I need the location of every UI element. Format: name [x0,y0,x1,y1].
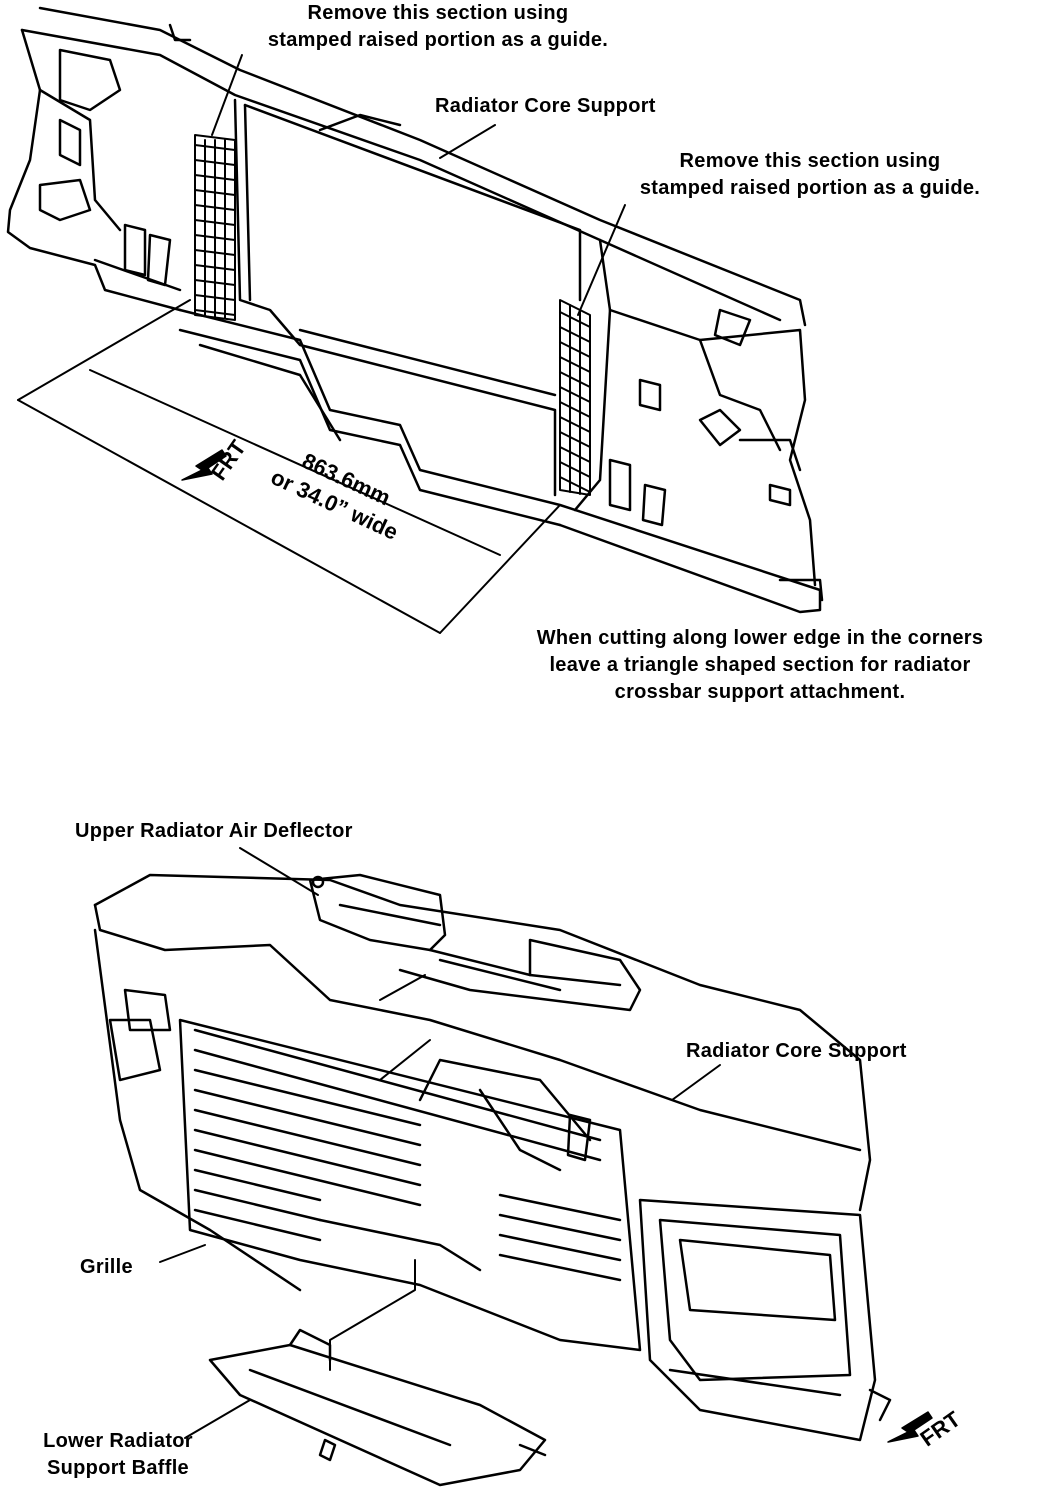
callout-remove-section-right-line2: stamped raised portion as a guide. [639,177,981,199]
cutting-note-line1: When cutting along lower edge in the cor… [536,627,984,649]
grille [178,1018,892,1442]
callout-remove-section-left: Remove this section using stamped raised… [228,0,648,54]
cutting-note: When cutting along lower edge in the cor… [480,625,1040,706]
callout-radiator-core-support-top-text: Radiator Core Support [435,95,656,117]
callout-remove-section-right: Remove this section using stamped raised… [600,148,1020,202]
upper-radiator-air-deflector [308,873,642,1012]
leaders-bottom [159,847,721,1439]
callout-lower-baffle-line2: Support Baffle [47,1457,189,1479]
front-arrow-bottom-icon [887,1411,933,1443]
lower-radiator-support-baffle [208,1328,547,1487]
dimension-lines [17,299,561,634]
leaders-top [211,54,626,316]
front-arrow-top-icon [181,449,227,481]
cutting-note-line2: leave a triangle shaped section for radi… [549,654,971,676]
callout-remove-section-left-line1: Remove this section using [307,2,569,24]
callout-upper-air-deflector-text: Upper Radiator Air Deflector [75,820,353,842]
callout-grille-text: Grille [80,1256,133,1278]
callout-lower-baffle: Lower Radiator Support Baffle [18,1428,218,1482]
radiator-core-support-top [6,6,824,614]
callout-radiator-core-support-bottom-text: Radiator Core Support [686,1040,907,1062]
cutting-note-line3: crossbar support attachment. [614,681,906,703]
callout-grille: Grille [80,1254,133,1281]
removal-section-left [194,134,236,321]
callout-remove-section-left-line2: stamped raised portion as a guide. [267,29,609,51]
callout-remove-section-right-line1: Remove this section using [679,150,941,172]
callout-upper-air-deflector: Upper Radiator Air Deflector [75,818,353,845]
removal-section-right [559,299,591,496]
callout-lower-baffle-line1: Lower Radiator [43,1430,193,1452]
callout-radiator-core-support-bottom: Radiator Core Support [686,1038,907,1065]
callout-radiator-core-support-top: Radiator Core Support [435,93,656,120]
